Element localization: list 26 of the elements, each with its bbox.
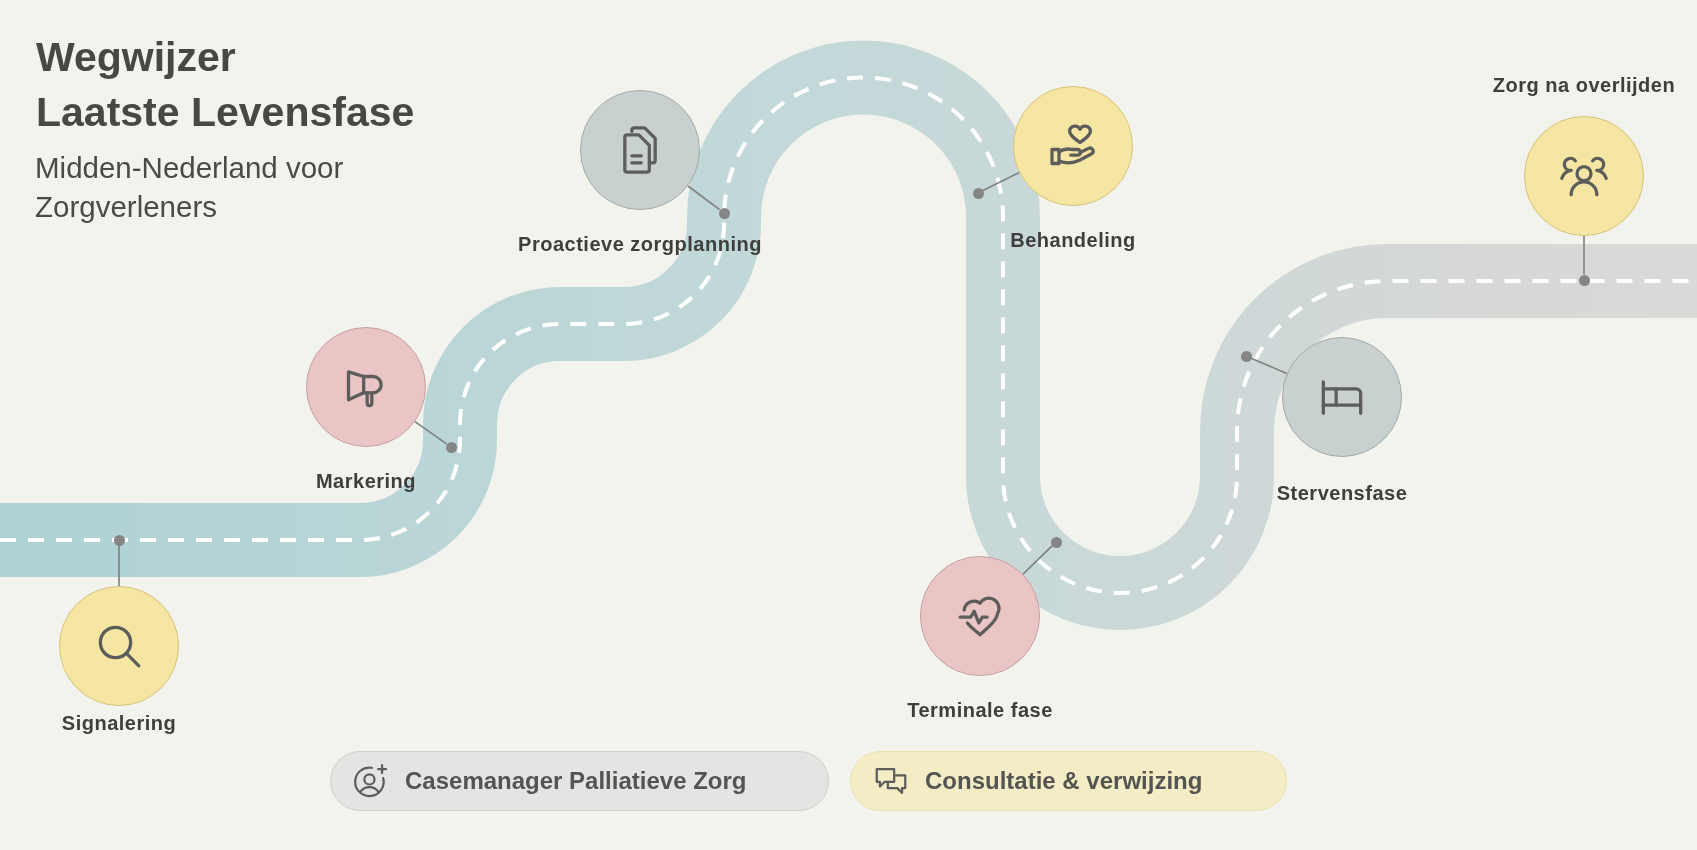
dot-icon bbox=[113, 534, 125, 546]
leader-line bbox=[1583, 235, 1585, 276]
stage-label: Markering bbox=[315, 468, 417, 493]
leader-line bbox=[1022, 545, 1053, 575]
leader-line bbox=[1250, 357, 1288, 375]
dot-icon bbox=[718, 207, 730, 219]
dot-icon bbox=[1240, 350, 1252, 362]
stage-label: Signalering bbox=[61, 710, 177, 735]
dot-icon bbox=[1050, 536, 1062, 548]
dot-icon bbox=[972, 187, 984, 199]
subtitle: Midden-Nederland voor Zorgverleners bbox=[35, 150, 345, 225]
dot-icon bbox=[445, 441, 457, 453]
category-label: Casemanager Palliatieve Zorg bbox=[405, 767, 747, 795]
leader-line bbox=[414, 420, 448, 445]
stage-label: Behandeling bbox=[1010, 227, 1136, 252]
category-pill bbox=[850, 751, 1287, 811]
stage-label: Terminale fase bbox=[907, 697, 1053, 722]
stage-label: Stervensfase bbox=[1276, 480, 1408, 505]
leader-line bbox=[982, 171, 1020, 192]
title: Wegwijzer Laatste Levensfase bbox=[36, 33, 415, 137]
stage-label: Proactieve zorgplanning bbox=[518, 231, 762, 256]
stage-label: Zorg na overlijden bbox=[1492, 72, 1676, 97]
leader-line bbox=[118, 544, 120, 587]
leader-line bbox=[687, 185, 721, 211]
dot-icon bbox=[1578, 274, 1590, 286]
category-label: Consultatie & verwijzing bbox=[925, 767, 1203, 795]
